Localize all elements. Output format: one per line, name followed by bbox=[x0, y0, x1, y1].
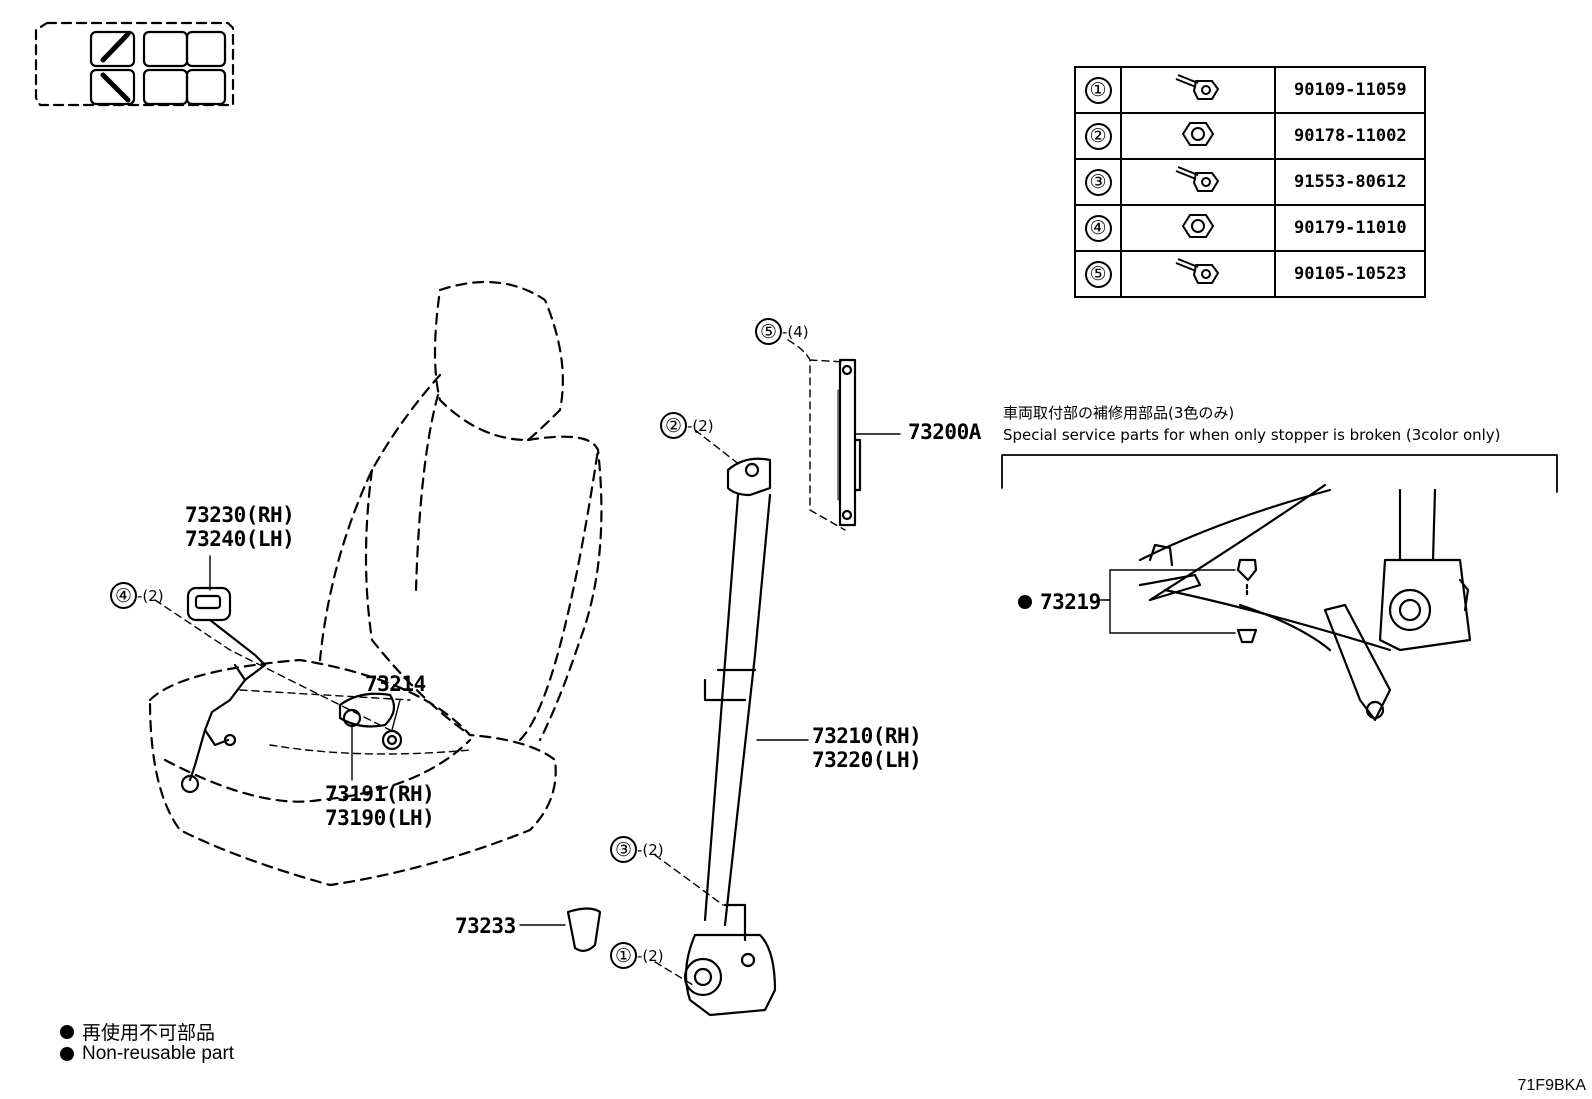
ref-symbol: ④ bbox=[110, 582, 137, 609]
label-stopper-text: 73219 bbox=[1040, 590, 1101, 614]
seat-outline-icon bbox=[148, 280, 603, 887]
label-73200a: 73200A bbox=[908, 420, 981, 444]
ref-callout-2: ②-(2) bbox=[660, 412, 714, 439]
part-number: 90179-11010 bbox=[1274, 204, 1426, 252]
label-73233: 73233 bbox=[455, 914, 516, 938]
ref-symbol: ① bbox=[610, 942, 637, 969]
ref-symbol: ③ bbox=[610, 836, 637, 863]
non-reusable-dot-icon bbox=[60, 1024, 74, 1039]
ref-quantity: -(4) bbox=[782, 322, 809, 341]
ref-symbol: ⑤ bbox=[755, 318, 782, 345]
buckle-icon bbox=[180, 586, 267, 794]
nut-icon bbox=[1181, 121, 1215, 146]
ref-symbol: ④ bbox=[1084, 214, 1112, 242]
special-note-en: Special service parts for when only stop… bbox=[1003, 426, 1501, 444]
table-row: ③ 91553-80612 bbox=[1074, 158, 1426, 206]
nut-icon bbox=[1181, 213, 1215, 238]
non-reusable-dot-icon bbox=[60, 1047, 74, 1061]
ref-callout-4: ④-(2) bbox=[110, 582, 164, 609]
non-reusable-dot-icon bbox=[1018, 595, 1032, 609]
table-row: ① 90109-11059 bbox=[1074, 66, 1426, 114]
belt-cover-icon bbox=[566, 907, 602, 952]
label-buckle-lh: 73240(LH) bbox=[185, 527, 295, 551]
part-number: 91553-80612 bbox=[1274, 158, 1426, 206]
part-number: 90109-11059 bbox=[1274, 66, 1426, 114]
special-parts-bracket bbox=[1001, 454, 1558, 493]
table-row: ④ 90179-11010 bbox=[1074, 204, 1426, 252]
fastener-parts-table: ① 90109-11059 ② 90178-11002 ③ 91553-8061… bbox=[1074, 66, 1426, 298]
legend-jp: 再使用不可部品 bbox=[60, 1018, 215, 1045]
ref-callout-1: ①-(2) bbox=[610, 942, 664, 969]
ref-quantity: -(2) bbox=[637, 840, 664, 859]
label-stopper: 73219 bbox=[1018, 590, 1101, 614]
part-number: 90178-11002 bbox=[1274, 112, 1426, 160]
legend-jp-text: 再使用不可部品 bbox=[82, 1023, 216, 1044]
label-anchor-rh: 73191(RH) bbox=[325, 782, 435, 806]
shoulder-anchor-adjuster-icon bbox=[837, 358, 862, 527]
seat-location-icon bbox=[34, 21, 235, 107]
bolt-icon bbox=[1175, 73, 1220, 100]
special-note-jp: 車両取付部の補修用部品(3色のみ) bbox=[1003, 404, 1235, 422]
table-row: ② 90178-11002 bbox=[1074, 112, 1426, 160]
ref-symbol: ② bbox=[1084, 122, 1112, 150]
ref-quantity: -(2) bbox=[137, 586, 164, 605]
stopper-detail-icon bbox=[1138, 483, 1472, 722]
ref-callout-3: ③-(2) bbox=[610, 836, 664, 863]
label-buckle-rh: 73230(RH) bbox=[185, 503, 295, 527]
ref-symbol: ⑤ bbox=[1084, 260, 1112, 288]
bolt-icon bbox=[1175, 165, 1220, 192]
ref-quantity: -(2) bbox=[687, 416, 714, 435]
legend-en-text: Non-reusable part bbox=[82, 1043, 235, 1064]
illustration-code: 71F9BKA bbox=[1517, 1077, 1586, 1094]
label-belt-lh: 73220(LH) bbox=[812, 748, 922, 772]
label-belt-rh: 73210(RH) bbox=[812, 724, 922, 748]
legend-en: Non-reusable part bbox=[60, 1043, 234, 1065]
ref-callout-5: ⑤-(4) bbox=[755, 318, 809, 345]
label-73214: 73214 bbox=[365, 672, 426, 696]
ref-symbol: ② bbox=[660, 412, 687, 439]
bolt-icon bbox=[1175, 257, 1220, 284]
ref-quantity: -(2) bbox=[637, 946, 664, 965]
ref-symbol: ① bbox=[1084, 76, 1112, 104]
seat-belt-retractor-icon bbox=[683, 457, 777, 1017]
part-number: 90105-10523 bbox=[1274, 250, 1426, 298]
table-row: ⑤ 90105-10523 bbox=[1074, 250, 1426, 298]
ref-symbol: ③ bbox=[1084, 168, 1112, 196]
label-anchor-lh: 73190(LH) bbox=[325, 806, 435, 830]
